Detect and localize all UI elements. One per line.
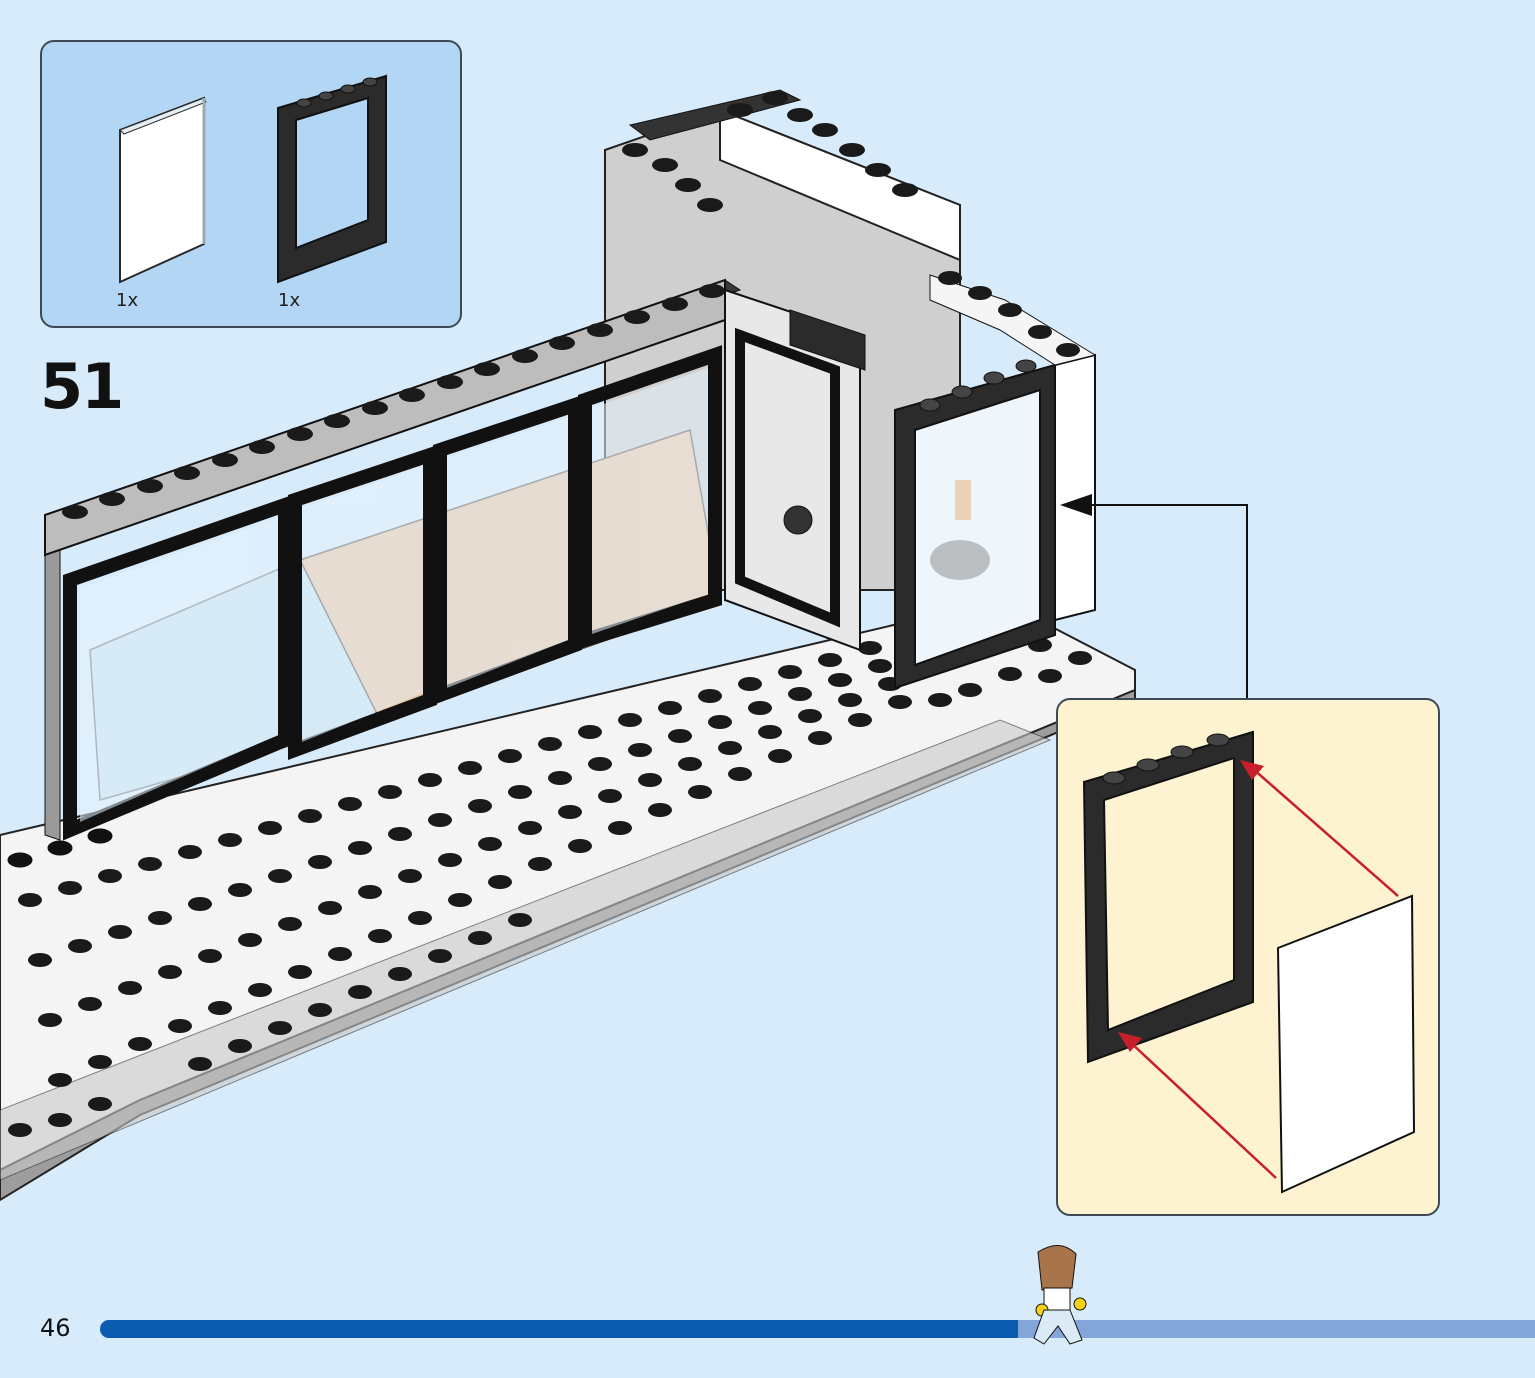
glass-panel-icon bbox=[119, 96, 207, 284]
page-number: 46 bbox=[40, 1314, 71, 1342]
door-frame-icon bbox=[277, 74, 387, 284]
callout-diagram bbox=[1082, 730, 1416, 1194]
door-frame-installed bbox=[894, 359, 1056, 690]
progress-fill bbox=[100, 1320, 1019, 1338]
baseplate-studs bbox=[7, 828, 113, 868]
parts-list-box: 1x 1x bbox=[40, 40, 462, 328]
part-qty: 1x bbox=[278, 290, 301, 311]
part-qty: 1x bbox=[116, 290, 139, 311]
arrow-icon bbox=[1060, 494, 1092, 516]
progress-bar bbox=[100, 1320, 1535, 1338]
window-frames bbox=[63, 345, 722, 841]
minifigure-icon bbox=[1033, 1245, 1087, 1345]
step-number: 51 bbox=[40, 350, 124, 423]
assembly-callout bbox=[1056, 698, 1440, 1216]
